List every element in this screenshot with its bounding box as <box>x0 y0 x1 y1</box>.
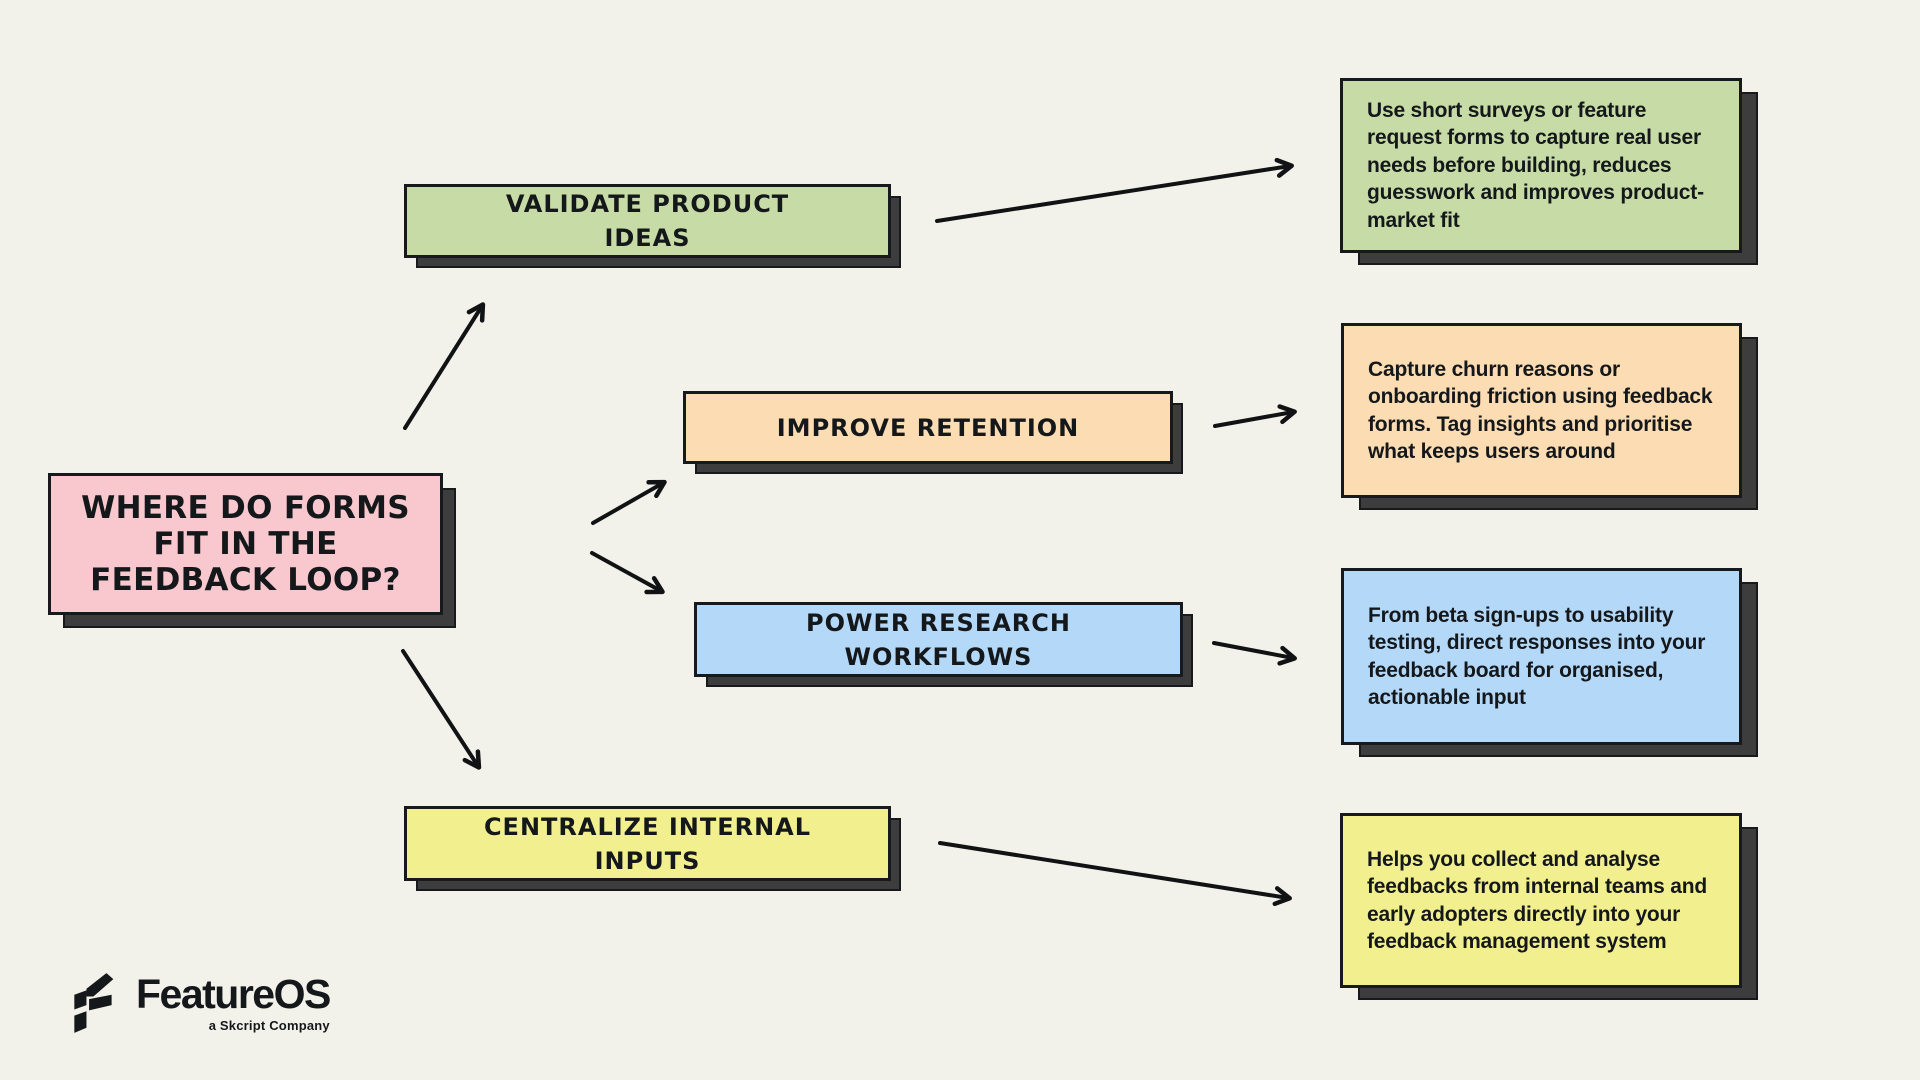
root-node-label: WHERE DO FORMS FIT IN THE FEEDBACK LOOP? <box>81 490 410 598</box>
branch-node-centralize-internal-inputs: CENTRALIZE INTERNAL INPUTS <box>404 806 901 891</box>
description-card-improve-retention: Capture churn reasons or onboarding fric… <box>1341 323 1758 510</box>
featureos-logo: FeatureOS a Skcript Company <box>70 970 331 1036</box>
brand-name: FeatureOS <box>136 970 331 1017</box>
branch-label: VALIDATE PRODUCT IDEAS <box>506 187 789 255</box>
root-node: WHERE DO FORMS FIT IN THE FEEDBACK LOOP? <box>48 473 456 628</box>
arrow-research-to-desc <box>1212 641 1297 666</box>
label-line: CENTRALIZE INTERNAL <box>483 812 812 841</box>
label-line: IDEAS <box>604 224 691 252</box>
description-text: Helps you collect and analyse feedbacks … <box>1367 847 1708 954</box>
label-line: WORKFLOWS <box>844 642 1033 671</box>
arrow-root-to-retention <box>591 479 667 525</box>
arrow-internal-to-desc <box>938 841 1292 907</box>
featureos-f-icon <box>74 973 114 1033</box>
logo-text: FeatureOS a Skcript Company <box>136 970 331 1033</box>
label-line: IMPROVE RETENTION <box>776 413 1080 442</box>
branch-node-improve-retention: IMPROVE RETENTION <box>683 391 1183 474</box>
description-card-power-research-workflows: From beta sign-ups to usability testing,… <box>1341 568 1758 757</box>
label-line: WHERE DO FORMS <box>81 490 410 526</box>
branch-node-power-research-workflows: POWER RESEARCH WORKFLOWS <box>694 602 1193 687</box>
branch-label: IMPROVE RETENTION <box>777 411 1079 445</box>
branch-label: CENTRALIZE INTERNAL INPUTS <box>484 810 811 878</box>
description-text: Capture churn reasons or onboarding fric… <box>1368 357 1713 464</box>
description-text: From beta sign-ups to usability testing,… <box>1368 603 1706 710</box>
description-text: Use short surveys or feature request for… <box>1367 98 1704 232</box>
label-line: VALIDATE PRODUCT <box>505 190 790 218</box>
arrow-root-to-validate <box>403 302 486 430</box>
branch-node-validate-product-ideas: VALIDATE PRODUCT IDEAS <box>404 184 901 268</box>
arrow-root-to-research <box>590 551 665 595</box>
description-card-centralize-internal-inputs: Helps you collect and analyse feedbacks … <box>1340 813 1758 1000</box>
branch-label: POWER RESEARCH WORKFLOWS <box>806 606 1071 674</box>
label-line: FEEDBACK LOOP? <box>90 562 401 598</box>
brand-tagline: a Skcript Company <box>208 1017 330 1033</box>
label-line: INPUTS <box>594 846 701 875</box>
description-card-validate-product-ideas: Use short surveys or feature request for… <box>1340 78 1758 265</box>
arrow-retention-to-desc <box>1213 404 1297 428</box>
arrow-root-to-internal <box>401 649 482 770</box>
label-line: FIT IN THE <box>153 526 338 562</box>
label-line: POWER RESEARCH <box>805 608 1071 637</box>
arrow-validate-to-desc <box>935 157 1294 223</box>
